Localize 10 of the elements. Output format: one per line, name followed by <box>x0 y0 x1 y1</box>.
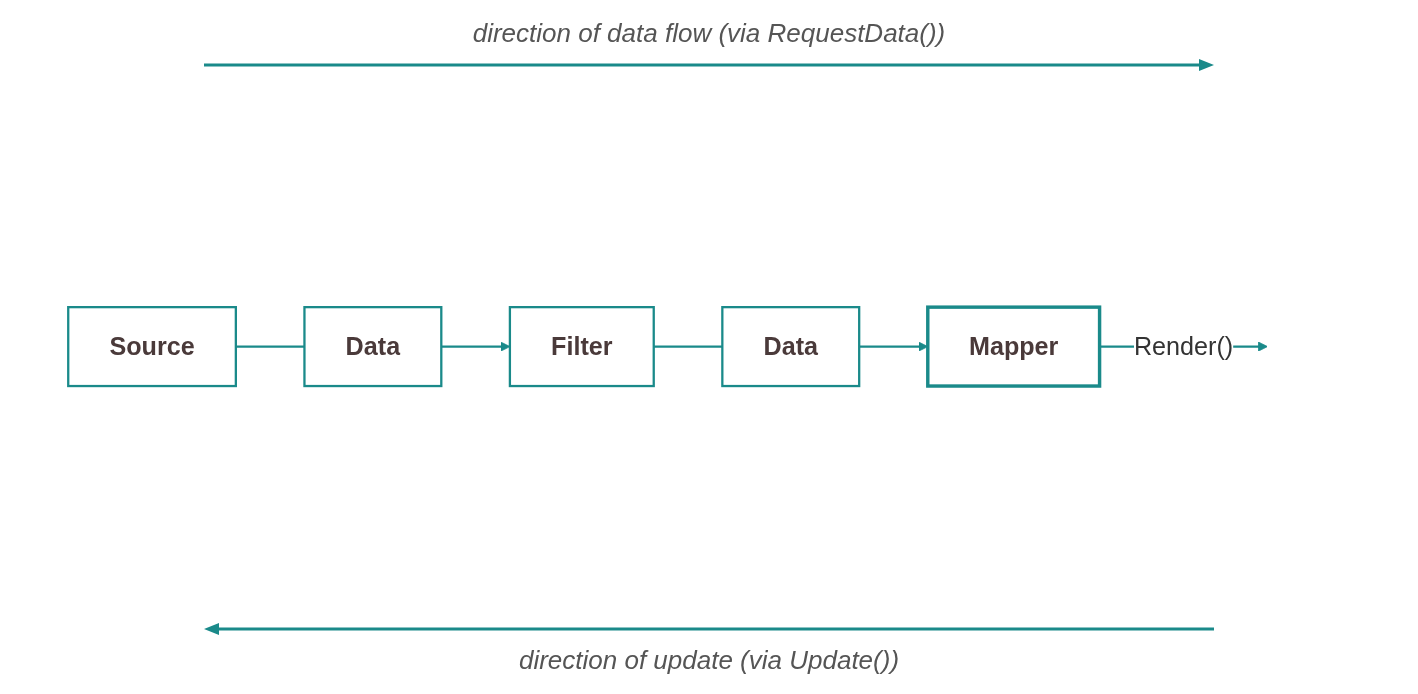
connector <box>235 345 305 349</box>
direction-note: direction of data flow (via RequestData()) <box>472 18 946 49</box>
node-box: Mapper <box>926 305 1102 389</box>
connector <box>653 345 723 349</box>
node-box: Filter <box>508 306 655 388</box>
node-box: Source <box>67 306 237 388</box>
edge-label: Render() <box>1133 332 1234 362</box>
direction-note: direction of update (via Update()) <box>518 645 900 676</box>
node-box: Data <box>721 306 861 388</box>
node-box: Data <box>303 306 443 388</box>
